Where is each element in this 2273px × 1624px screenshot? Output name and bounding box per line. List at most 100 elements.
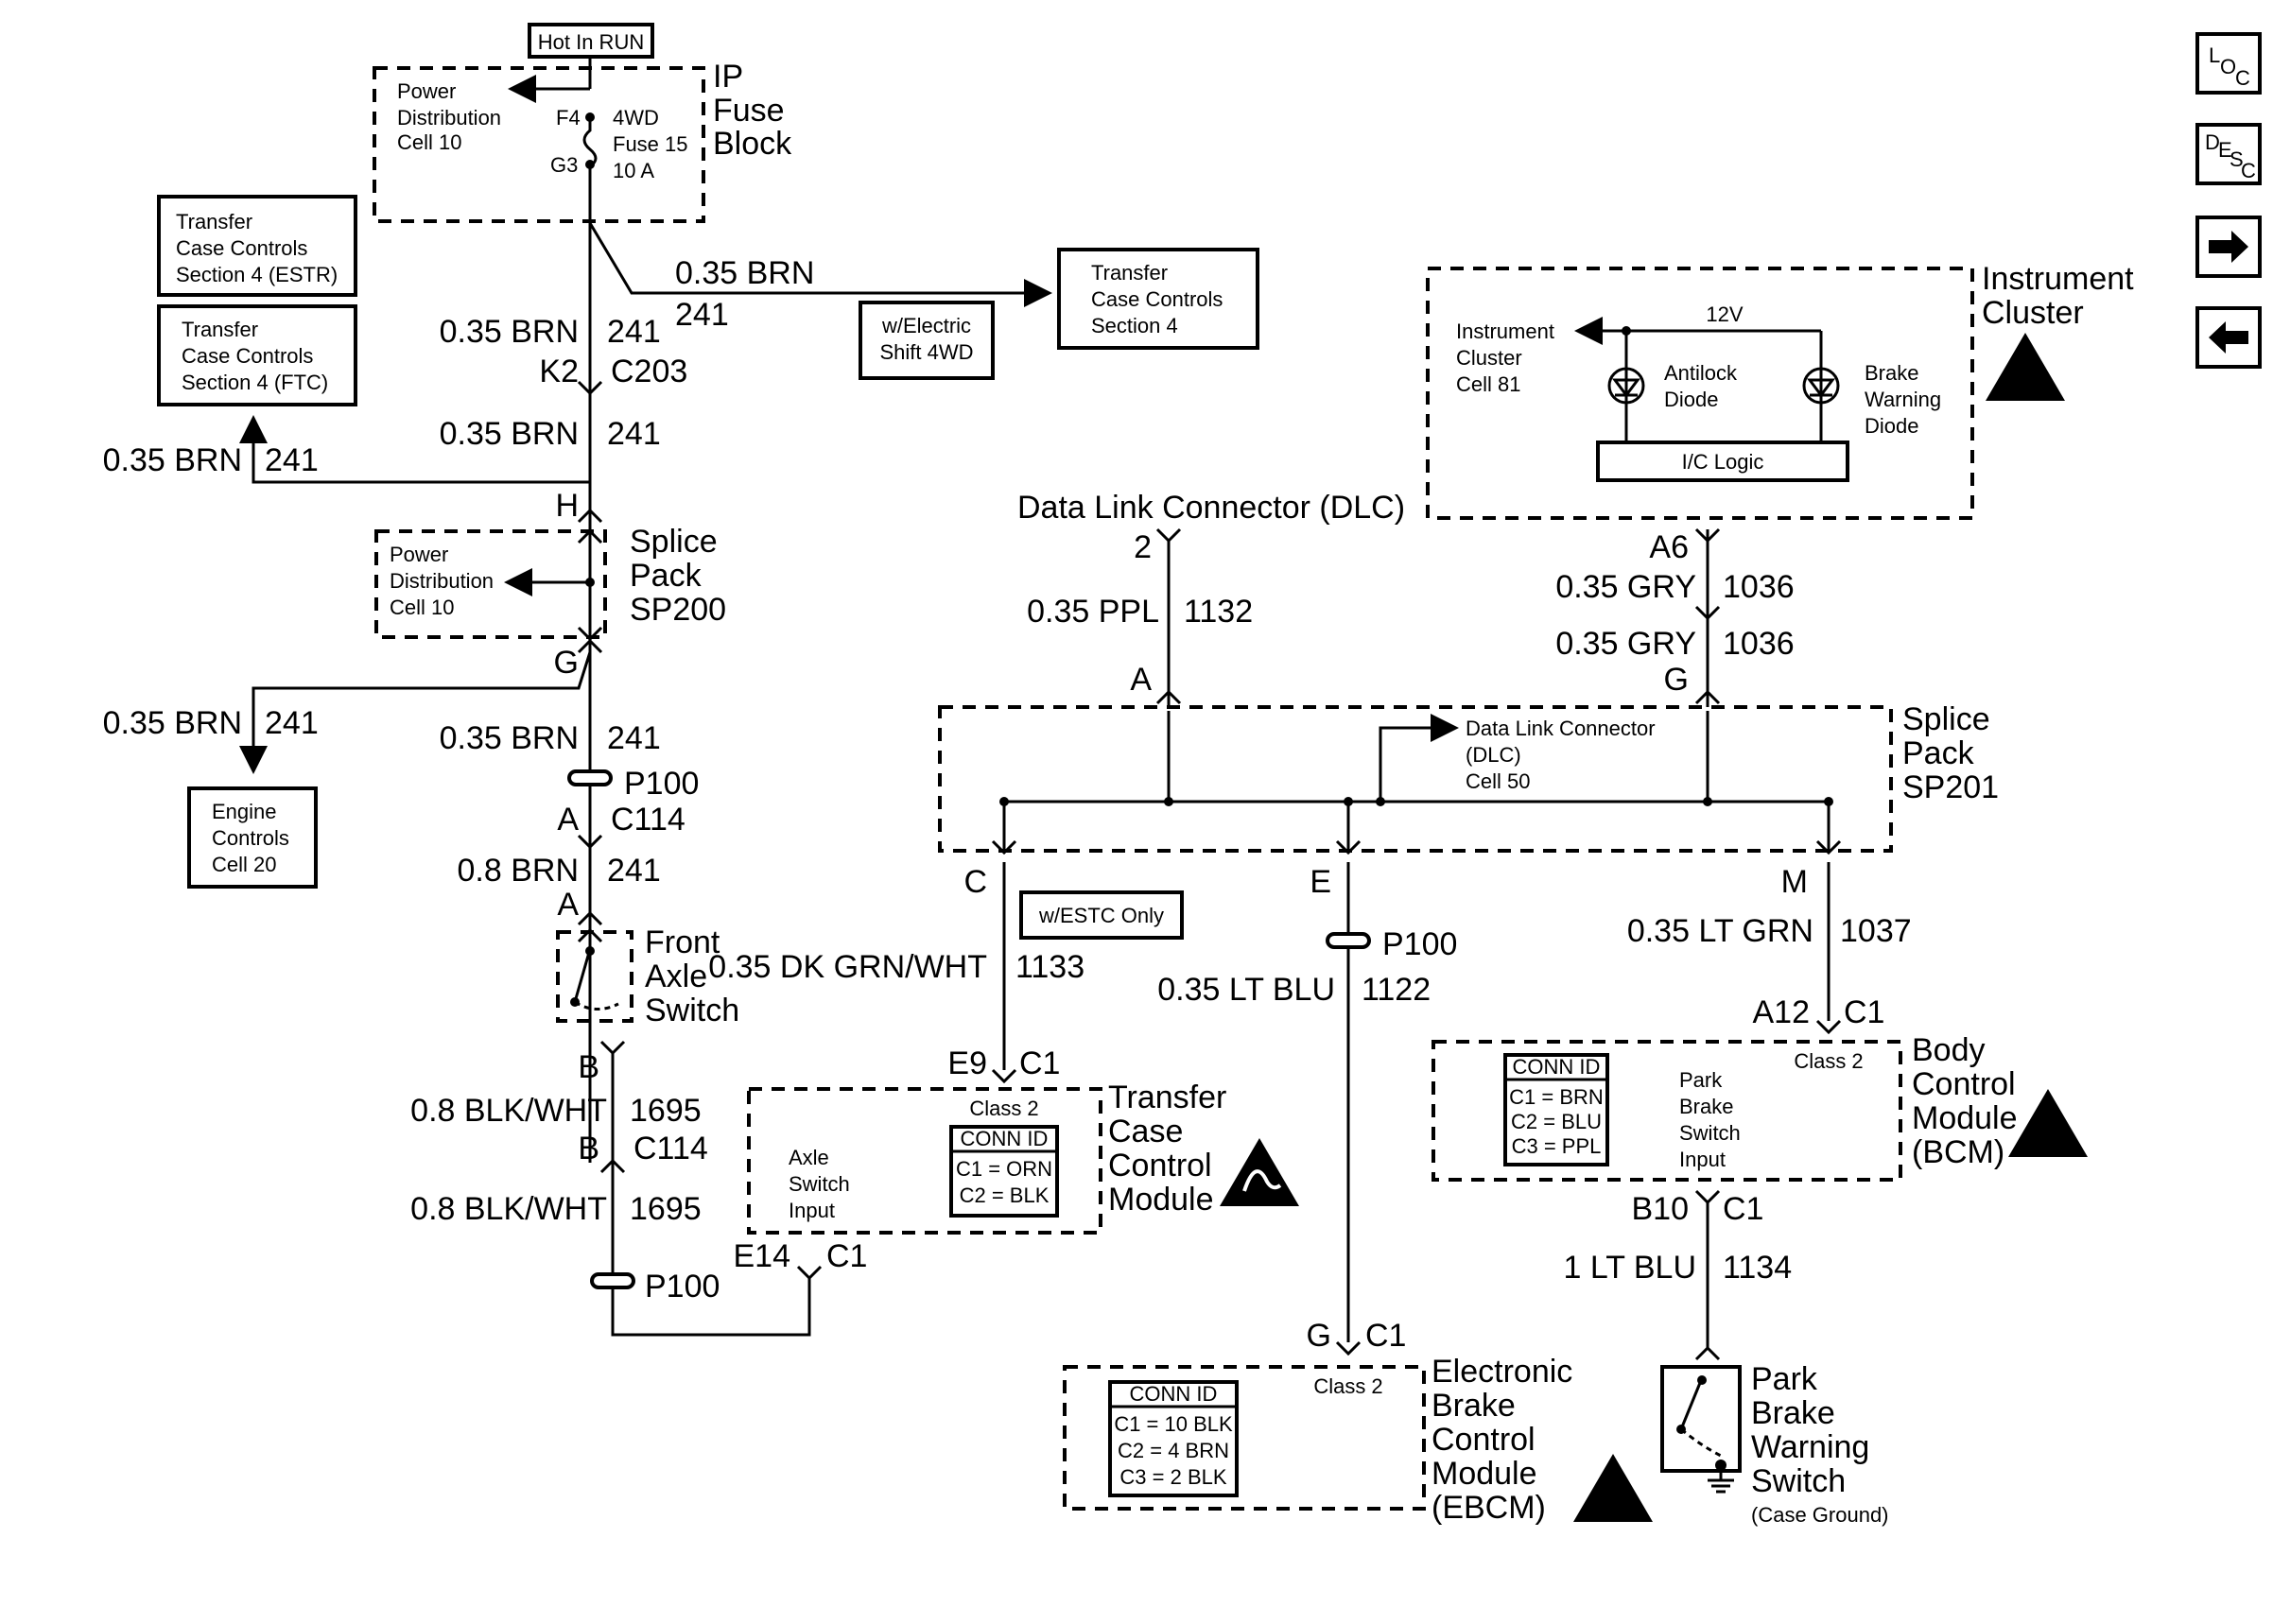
esd-icon-ebcm xyxy=(1573,1454,1653,1522)
antilock-diode-icon xyxy=(1607,367,1645,405)
ic-logic-box xyxy=(1596,441,1849,482)
bcm-circuit-2: 1134 xyxy=(1723,1250,1792,1286)
transfer-case-control-module: Class 2 Axle Switch Input CONN ID C1 = O… xyxy=(747,1080,1299,1235)
prev-button[interactable] xyxy=(2195,306,2262,369)
bcm-conn-c3: C3 = PPL xyxy=(1512,1134,1602,1158)
brake-warning-diode-icon xyxy=(1802,367,1840,405)
tccm-serial-wire: E9 C1 0.35 DK GRN/WHT 1133 w/ESTC Only C xyxy=(708,862,1184,1084)
tcc-section4-box xyxy=(1057,248,1259,350)
ebcm-title-3: Control xyxy=(1431,1422,1536,1458)
sp201-title-2: Pack xyxy=(1902,735,1975,771)
tcc4-wire: 0.35 BRN xyxy=(675,255,814,291)
feed-circuit-4: 241 xyxy=(607,853,661,889)
ic-12v-label: 12V xyxy=(1706,302,1743,326)
h-pin: H xyxy=(555,488,579,524)
fuse-label-1: 4WD xyxy=(613,106,659,130)
ebcm-p100-label: P100 xyxy=(1382,926,1457,962)
bcm-b10-pin: B10 xyxy=(1632,1191,1690,1227)
sp201-title-1: Splice xyxy=(1902,701,1990,737)
p100-label-2: P100 xyxy=(645,1269,720,1304)
svg-text:C: C xyxy=(2241,159,2256,181)
ic-ref-1: Instrument xyxy=(1456,320,1554,343)
ebcm-conn-id-box xyxy=(1108,1380,1239,1497)
arrow-right-icon xyxy=(2209,231,2248,263)
engine-line-3: Cell 20 xyxy=(212,853,276,876)
tcc4-circuit: 241 xyxy=(675,297,729,333)
left-circuit-2: 241 xyxy=(265,705,319,741)
e14-pin: E14 xyxy=(734,1238,791,1274)
bcm-c1-conn: C1 xyxy=(1844,994,1884,1030)
esd-icon xyxy=(1986,333,2065,401)
a-pin-1: A xyxy=(557,802,579,838)
fas-title-1: Front xyxy=(645,924,720,960)
tccm-outline xyxy=(747,1087,1102,1235)
w-electric-line-1: w/Electric xyxy=(881,314,971,337)
desc-button[interactable]: D E S C xyxy=(2195,123,2262,185)
bcm-wire: 0.35 LT GRN xyxy=(1627,913,1813,949)
fas-title-2: Axle xyxy=(645,959,707,994)
bcm-title-4: (BCM) xyxy=(1912,1134,2004,1170)
ic-serial-wire: A6 0.35 GRY 1036 0.35 GRY 1036 G xyxy=(1555,527,1795,707)
ebcm-conn-c1: C1 = 10 BLK xyxy=(1114,1412,1233,1436)
brake-diode-label-2: Warning xyxy=(1865,388,1941,411)
sp201-outline xyxy=(938,705,1893,853)
tccm-wire: 0.35 DK GRN/WHT xyxy=(708,949,987,985)
antilock-label-1: Antilock xyxy=(1664,361,1738,385)
bcm-m-pin: M xyxy=(1781,864,1808,900)
left-wire-1: 0.35 BRN xyxy=(103,442,242,478)
loc-button[interactable]: L O C xyxy=(2195,32,2262,95)
k2-pin: K2 xyxy=(539,354,579,389)
tccm-c1-conn: C1 xyxy=(1019,1045,1060,1081)
feed-circuit-1: 241 xyxy=(607,314,661,350)
ic-circuit-2: 1036 xyxy=(1723,626,1795,662)
fuse-pin-g3: G3 xyxy=(550,153,578,177)
ic-title-2: Cluster xyxy=(1982,295,2084,331)
fuse-pin-f4: F4 xyxy=(556,106,581,130)
p100-grommet-3 xyxy=(1326,932,1371,949)
sp200-title-3: SP200 xyxy=(630,592,726,628)
feed-circuit-5: 1695 xyxy=(630,1093,702,1129)
ebcm-title-1: Electronic xyxy=(1431,1354,1572,1390)
sp201-title-3: SP201 xyxy=(1902,769,1999,805)
a-pin-2: A xyxy=(557,887,579,923)
sp201-ref-1: Data Link Connector xyxy=(1466,717,1656,740)
fuse-block-title-2: Fuse xyxy=(713,93,785,129)
bcm-c1b-conn: C1 xyxy=(1723,1191,1763,1227)
svg-text:E: E xyxy=(2218,138,2232,162)
engine-controls-box xyxy=(187,786,318,889)
left-circuit-1: 241 xyxy=(265,442,319,478)
left-reference-boxes: Transfer Case Controls Section 4 (ESTR) … xyxy=(157,195,357,889)
bcm-a12-pin: A12 xyxy=(1753,994,1811,1030)
ebcm-circuit-number: 1122 xyxy=(1362,972,1431,1008)
tcc-estr-line-2: Case Controls xyxy=(176,236,307,260)
engine-line-1: Engine xyxy=(212,800,277,823)
bcm-input-2: Brake xyxy=(1679,1095,1733,1118)
esd-icon-bcm xyxy=(2008,1089,2088,1157)
ic-circuit-1: 1036 xyxy=(1723,569,1795,605)
ebcm-title-4: Module xyxy=(1431,1456,1537,1492)
engine-line-2: Controls xyxy=(212,826,289,850)
left-wire-2: 0.35 BRN xyxy=(103,705,242,741)
w-electric-shift-box xyxy=(859,301,995,380)
tcc-estr-box xyxy=(157,195,357,297)
b-pin-2: B xyxy=(578,1131,599,1166)
bcm-conn-id-header: CONN ID xyxy=(1513,1055,1601,1079)
p100-grommet-1 xyxy=(567,769,613,786)
ic-a6-pin: A6 xyxy=(1649,529,1689,565)
fuse-block-title-1: IP xyxy=(713,59,743,95)
ebcm-g-pin: G xyxy=(1307,1318,1331,1354)
bcm-class2: Class 2 xyxy=(1794,1049,1863,1073)
feed-circuit-3: 241 xyxy=(607,720,661,756)
ic-outline xyxy=(1426,267,1974,520)
ebcm-class2: Class 2 xyxy=(1313,1374,1382,1398)
c114-conn-2: C114 xyxy=(633,1131,708,1166)
desc-icon: D E S C xyxy=(2205,130,2256,181)
bcm-wire-2: 1 LT BLU xyxy=(1564,1250,1696,1286)
pbws-title-2: Brake xyxy=(1751,1395,1835,1431)
tccm-class2: Class 2 xyxy=(969,1097,1038,1120)
next-button[interactable] xyxy=(2195,216,2262,278)
tccm-conn-id-header: CONN ID xyxy=(961,1127,1049,1150)
sp200-pd-3: Cell 10 xyxy=(390,596,454,619)
feed-wire-3: 0.35 BRN xyxy=(440,720,579,756)
pbws-note: (Case Ground) xyxy=(1751,1503,1889,1527)
